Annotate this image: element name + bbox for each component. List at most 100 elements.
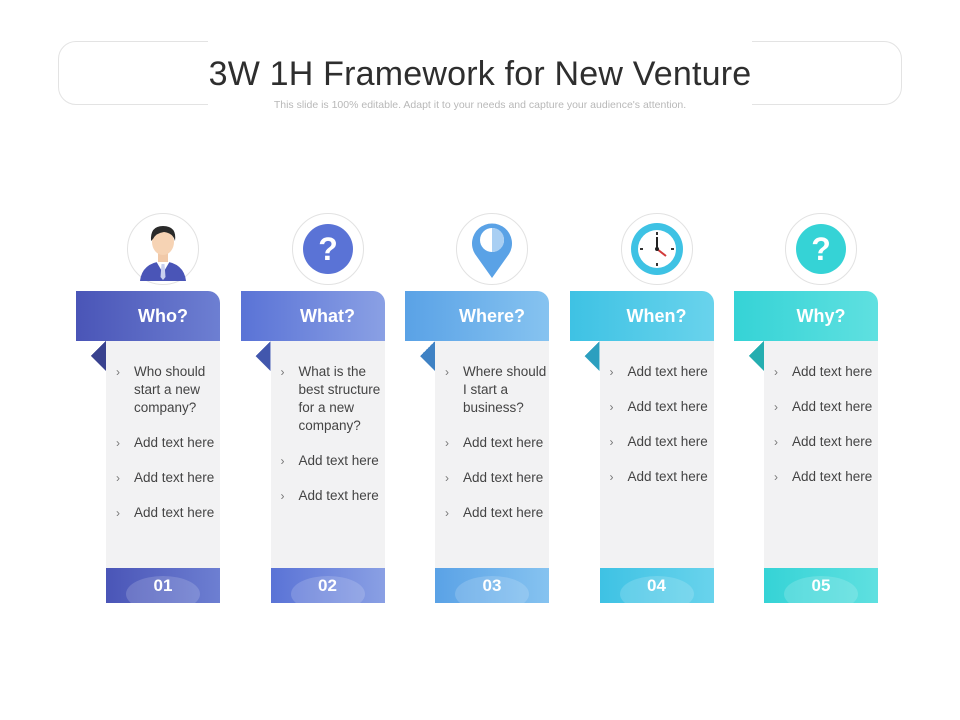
list-item: › Add text here xyxy=(610,468,714,486)
clock-icon xyxy=(630,223,683,275)
chevron-right-icon: › xyxy=(280,365,285,379)
item-list: › Who should start a new company? › Add tex… xyxy=(116,363,220,539)
column-number-when: 04 xyxy=(599,568,714,603)
chevron-right-icon: › xyxy=(774,365,778,379)
item-text: Add text here xyxy=(463,435,544,450)
item-text: What is the best structure for a new com… xyxy=(298,364,381,433)
column-heading-when: When? xyxy=(569,291,714,341)
chevron-right-icon: › xyxy=(280,489,285,503)
column-body-what: ​›What is the best structure for a new c… xyxy=(270,341,385,569)
chevron-right-icon: › xyxy=(609,435,614,449)
item-text: Add text here xyxy=(134,470,215,485)
column-body-where: ​›Where should I start a business?›Add t… xyxy=(435,341,549,569)
list-item: › Add text here xyxy=(281,452,385,470)
list-item: › Add text here xyxy=(774,433,878,451)
chevron-right-icon: › xyxy=(445,365,449,379)
svg-text:?: ? xyxy=(318,231,338,267)
item-text: Where should I start a business? xyxy=(463,364,547,415)
column-body-when: ​›Add text here›Add text here›Add text h… xyxy=(599,341,714,569)
list-item: › Add text here xyxy=(116,469,220,487)
footer-glow xyxy=(126,576,200,603)
heading-label: Who? xyxy=(138,305,188,326)
icon-circle-who xyxy=(127,213,199,285)
person-avatar-icon xyxy=(134,217,192,281)
list-item: ›Add text here xyxy=(610,363,714,381)
list-item: › Add text here xyxy=(281,487,385,505)
heading-fold xyxy=(734,341,764,371)
item-text: Add text here xyxy=(298,453,379,468)
chevron-right-icon: › xyxy=(116,436,120,450)
list-item: › Who should start a new company? xyxy=(116,363,220,417)
chevron-right-icon: › xyxy=(280,454,285,468)
footer-glow xyxy=(290,576,365,603)
column-body-why: ​›Add text here›Add text here›Add text h… xyxy=(764,341,878,569)
slide-title: 3W 1H Framework for New Venture xyxy=(208,55,752,93)
item-text: Add text here xyxy=(627,434,708,449)
list-item: › Add text here xyxy=(445,504,549,522)
list-item: › Add text here xyxy=(445,434,549,452)
column-heading-what: What? xyxy=(240,291,385,341)
item-text: Add text here xyxy=(792,469,873,484)
chevron-right-icon: › xyxy=(445,506,449,520)
item-text: Who should start a new company? xyxy=(134,364,206,415)
heading-label: When? xyxy=(626,305,687,326)
list-item: ›Add text here xyxy=(445,469,549,487)
heading-fold xyxy=(76,341,106,371)
item-list: ›Add text here›Add text here›Add text he… xyxy=(610,363,714,503)
heading-label: Why? xyxy=(796,305,846,326)
chevron-right-icon: › xyxy=(609,470,614,484)
item-text: Add text here xyxy=(463,505,544,520)
chevron-right-icon: › xyxy=(774,400,778,414)
number-label: 02 xyxy=(318,575,337,595)
item-list: › What is the best structure for a new co… xyxy=(281,363,385,522)
column-body-who: ​›Who should start a new company?›Add te… xyxy=(106,341,220,569)
chevron-right-icon: › xyxy=(774,470,778,484)
footer-glow xyxy=(619,576,694,603)
question-icon: ? xyxy=(796,224,846,274)
chevron-right-icon: › xyxy=(116,365,120,379)
list-item: › Add text here xyxy=(774,363,878,381)
icon-circle-where xyxy=(456,213,528,285)
list-item: ›Add text here xyxy=(610,398,714,416)
chevron-right-icon: › xyxy=(116,506,120,520)
list-item: › Where should I start a business? xyxy=(445,363,549,417)
heading-label: Where? xyxy=(458,305,525,326)
item-text: Add text here xyxy=(792,364,873,379)
list-item: › Add text here xyxy=(610,433,714,451)
column-heading-who: Who? xyxy=(76,291,220,341)
item-text: Add text here xyxy=(792,434,873,449)
icon-circle-what: ? xyxy=(291,213,364,285)
column-number-why: 05 xyxy=(764,568,878,603)
item-text: Add text here xyxy=(627,469,708,484)
item-text: Add text here xyxy=(134,435,215,450)
column-number-where: 03 xyxy=(435,568,549,603)
chevron-right-icon: › xyxy=(116,471,120,485)
footer-glow xyxy=(784,576,858,603)
column-number-who: 01 xyxy=(106,568,220,603)
slide-subtitle: This slide is 100% editable. Adapt it to… xyxy=(273,99,687,111)
heading-label: What? xyxy=(300,305,355,326)
item-text: Add text here xyxy=(134,505,215,520)
item-text: Add text here xyxy=(463,470,544,485)
heading-fold xyxy=(569,341,600,371)
chevron-right-icon: › xyxy=(774,435,778,449)
list-item: › What is the best structure for a new co… xyxy=(281,363,385,435)
heading-fold xyxy=(240,341,271,371)
list-item: › Add text here xyxy=(116,504,220,522)
chevron-right-icon: › xyxy=(609,365,614,379)
chevron-right-icon: › xyxy=(609,400,614,414)
svg-text:?: ? xyxy=(811,231,831,267)
footer-glow xyxy=(455,576,529,603)
item-list: ›Where should I start a business?›Add te… xyxy=(445,363,549,539)
item-list: › Add text here › Add text here › Add text he… xyxy=(774,363,878,503)
location-pin-icon xyxy=(469,220,515,278)
icon-circle-when xyxy=(620,213,693,285)
number-label: 04 xyxy=(647,575,666,595)
number-label: 01 xyxy=(153,575,173,595)
column-number-what: 02 xyxy=(270,568,385,603)
number-label: 03 xyxy=(482,575,502,595)
heading-fold xyxy=(405,341,435,371)
column-heading-why: Why? xyxy=(734,291,878,341)
item-text: Add text here xyxy=(298,488,379,503)
chevron-right-icon: › xyxy=(445,436,449,450)
